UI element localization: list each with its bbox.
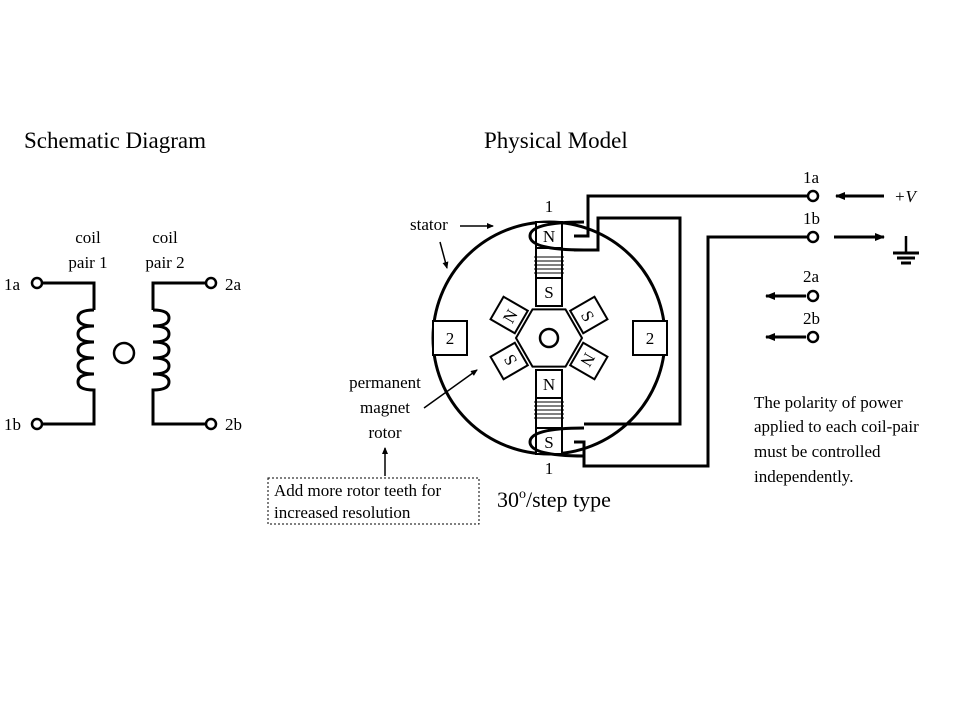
physical-terminal-2b [806,330,820,344]
schematic-terminal-1a-label: 1a [4,275,21,294]
ground-icon [893,236,919,265]
coil-pair-2-winding [151,308,171,394]
stator-pole-left [432,320,468,356]
schematic-terminal-2a [204,276,218,290]
stator-label: stator [410,215,448,234]
wire-1a [574,194,807,238]
stator-pole-bottom-number: 1 [545,459,554,478]
schematic-diagram: Schematic Diagram coil pair 1 coil pair … [4,128,242,434]
coil-pair-1-winding [76,308,96,394]
wire-coil-link [574,216,682,426]
schematic-terminal-1b [30,417,44,431]
coil-pair-1-label-line2: pair 1 [68,253,107,272]
rotor-label-line1: permanent [349,373,421,392]
coil-pair-2-label-line2: pair 2 [145,253,184,272]
bottom-coil-winding [528,426,585,458]
stator-pole-right [632,320,668,356]
coil-pair-1-top-wire [42,281,96,310]
rotor-label-line3: rotor [368,423,401,442]
stator-pole-bottom-letter: S [544,433,553,452]
physical-terminal-1b [806,230,820,244]
rotor-tooth-bottom-letter: N [543,375,555,394]
physical-terminal-2b-label: 2b [803,309,820,328]
coil-pair-2-label-line1: coil [152,228,178,247]
stator-pole-bottom [534,397,564,455]
physical-terminal-1a [806,189,820,203]
resolution-note-line1: Add more rotor teeth for [274,481,441,500]
stator-pole-top-letter: N [543,227,555,246]
rotor-tooth-top-letter: S [544,283,553,302]
physical-terminal-1a-label: 1a [803,168,820,187]
physical-terminal-1b-label: 1b [803,209,820,228]
resolution-note-line2: increased resolution [274,503,411,522]
top-coil-winding [528,220,585,252]
stator-arrow-down [439,241,449,269]
schematic-title: Schematic Diagram [24,128,206,153]
stator-pole-left-number: 2 [446,329,455,348]
physical-terminal-2a [806,289,820,303]
polarity-note-line4: independently. [754,467,853,486]
polarity-note-line3: must be controlled [754,442,881,461]
resolution-note-box [267,477,480,525]
coil-pair-1-label-line1: coil [75,228,101,247]
physical-terminal-2a-label: 2a [803,267,820,286]
schematic-terminal-1b-label: 1b [4,415,21,434]
coil-pair-2-top-wire [151,281,206,310]
physical-model: Physical Model 2 2 N 1 [267,128,919,525]
plus-v-label: +V [894,187,918,206]
coil-pair-2-bottom-wire [151,394,206,426]
schematic-terminal-2a-label: 2a [225,275,242,294]
step-type-label: 30o/step type [497,487,611,512]
rotor-label-line2: magnet [360,398,410,417]
polarity-note-line1: The polarity of power [754,393,903,412]
rotor-arrow [423,369,478,409]
coil-pair-1-bottom-wire [42,394,96,426]
stator-pole-top-number: 1 [545,197,554,216]
schematic-rotor-symbol [112,341,136,365]
stator-pole-right-number: 2 [646,329,655,348]
polarity-note-line2: applied to each coil-pair [754,417,919,436]
schematic-terminal-2b [204,417,218,431]
schematic-terminal-2b-label: 2b [225,415,242,434]
wire-1b [574,235,807,468]
schematic-terminal-1a [30,276,44,290]
physical-model-title: Physical Model [484,128,628,153]
rotor [489,277,609,399]
